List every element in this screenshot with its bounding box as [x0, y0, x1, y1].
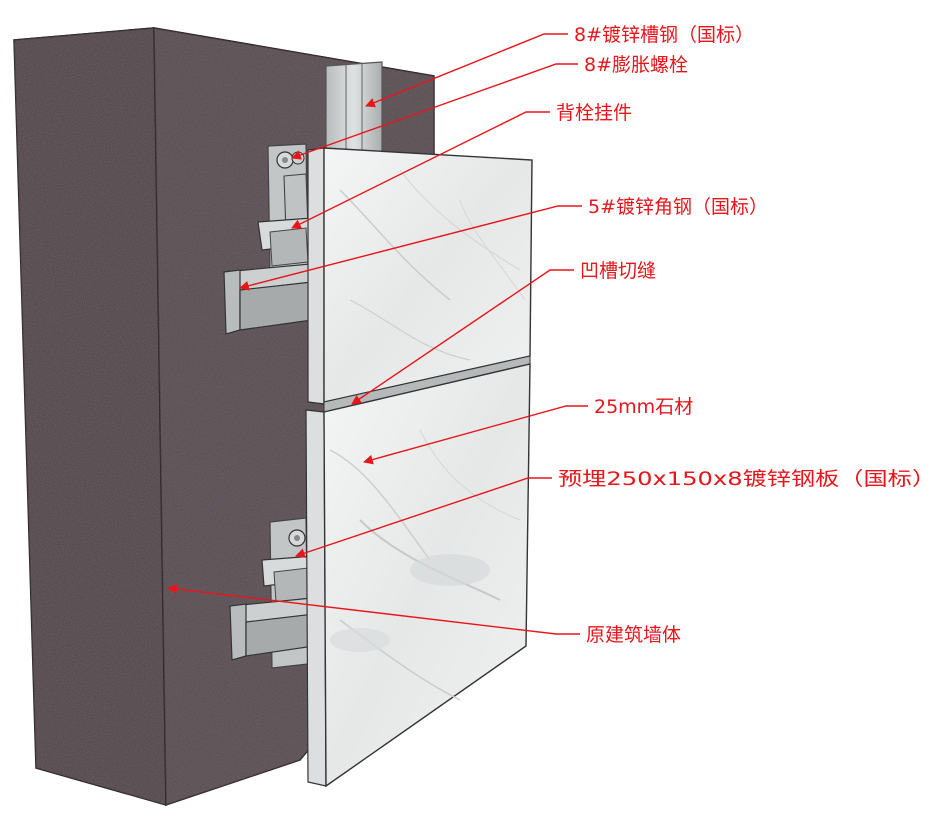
leader-original-wall — [167, 584, 580, 635]
leader-channel-steel — [365, 33, 568, 108]
label-embedded-plate: 预埋250x150x8镀锌钢板（国标） — [558, 468, 936, 490]
label-back-bolt-hanger: 背栓挂件 — [556, 102, 632, 124]
leader-angle-steel — [239, 205, 582, 291]
label-original-wall: 原建筑墙体 — [586, 624, 681, 646]
label-channel-steel: 8#镀锌槽钢（国标） — [574, 24, 754, 46]
leader-stone-25mm — [363, 405, 588, 465]
label-angle-steel: 5#镀锌角钢（国标） — [588, 196, 768, 218]
label-stone-25mm: 25mm石材 — [594, 396, 693, 418]
annotation-leaders — [167, 33, 588, 635]
leader-back-bolt-hanger — [291, 111, 550, 229]
label-expansion-bolt: 8#膨胀螺栓 — [584, 54, 688, 76]
leader-embedded-plate — [295, 477, 552, 558]
stone-panel-lower — [305, 363, 531, 788]
leader-groove-joint — [351, 269, 574, 405]
label-groove-joint: 凹槽切缝 — [580, 260, 656, 282]
annotation-labels: 8#镀锌槽钢（国标） 8#膨胀螺栓 背栓挂件 5#镀锌角钢（国标） 凹槽切缝 2… — [556, 24, 936, 646]
leader-expansion-bolt — [291, 63, 578, 160]
